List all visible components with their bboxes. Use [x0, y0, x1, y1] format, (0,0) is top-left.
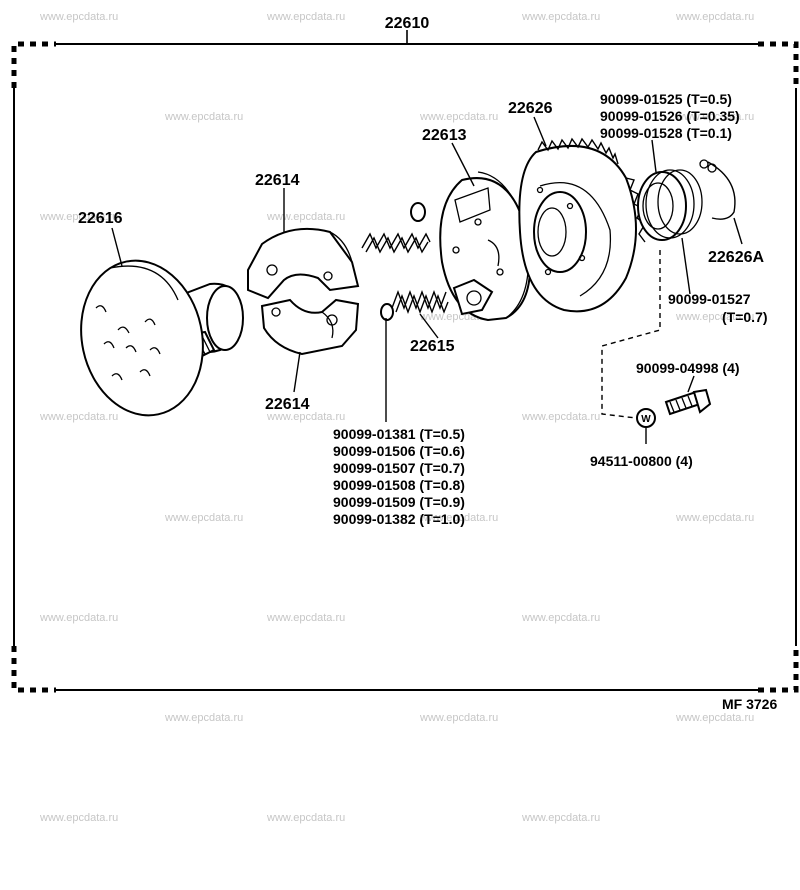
watermark: www.epcdata.ru — [39, 411, 118, 423]
label-shim-gear-3: 90099-01528 (T=0.1) — [600, 125, 732, 141]
part-22626-gear — [518, 137, 646, 313]
watermark: www.epcdata.ru — [521, 812, 600, 824]
part-22614-top-weight — [247, 227, 360, 300]
watermark: www.epcdata.ru — [419, 512, 498, 524]
label-shim-spring-2: 90099-01506 (T=0.6) — [333, 443, 465, 459]
part-22626A-snap-ring — [699, 159, 736, 220]
label-shim-spring-5: 90099-01509 (T=0.9) — [333, 494, 465, 510]
label-bolt: 90099-04998 (4) — [636, 360, 740, 376]
label-shim-gear-2: 90099-01526 (T=0.35) — [600, 108, 740, 124]
label-22626A: 22626A — [708, 249, 764, 266]
part-shim-rings — [637, 169, 703, 241]
watermark: www.epcdata.ru — [266, 11, 345, 23]
label-shim-gear-1: 90099-01525 (T=0.5) — [600, 91, 732, 107]
label-22616: 22616 — [78, 210, 123, 227]
watermark: www.epcdata.ru — [39, 211, 118, 223]
label-shim-spring-1: 90099-01381 (T=0.5) — [333, 426, 465, 442]
watermark: www.epcdata.ru — [164, 512, 243, 524]
watermark: www.epcdata.ru — [675, 111, 754, 123]
watermark: www.epcdata.ru — [675, 712, 754, 724]
label-shim-01527: 90099-01527 — [668, 291, 751, 307]
label-shim-01527-thickness: (T=0.7) — [722, 309, 768, 325]
watermark: www.epcdata.ru — [266, 812, 345, 824]
label-22626: 22626 — [508, 100, 553, 117]
watermark: www.epcdata.ru — [675, 11, 754, 23]
leader-lines — [111, 116, 743, 444]
watermark: www.epcdata.ru — [675, 512, 754, 524]
label-shim-spring-6: 90099-01382 (T=1.0) — [333, 511, 465, 527]
watermark: www.epcdata.ru — [266, 612, 345, 624]
watermark: www.epcdata.ru — [521, 612, 600, 624]
watermark: www.epcdata.ru — [419, 111, 498, 123]
part-labels: 22610 22616 22614 22614 22613 22626 2261… — [78, 15, 777, 712]
assembly-frame — [11, 30, 799, 693]
watermark: www.epcdata.ru — [675, 311, 754, 323]
watermark: www.epcdata.ru — [266, 411, 345, 423]
label-shim-spring-4: 90099-01508 (T=0.8) — [333, 477, 465, 493]
watermark: www.epcdata.ru — [39, 612, 118, 624]
watermark: www.epcdata.ru — [521, 11, 600, 23]
watermark: www.epcdata.ru — [266, 211, 345, 223]
watermark: www.epcdata.ru — [39, 812, 118, 824]
figure-code: MF 3726 — [722, 696, 777, 712]
part-22615-springs — [361, 202, 449, 321]
label-washer: 94511-00800 (4) — [590, 453, 693, 469]
label-22614-top: 22614 — [255, 172, 300, 189]
label-22614-bottom: 22614 — [265, 396, 310, 413]
part-22614-bottom-weight — [260, 298, 360, 356]
label-22613: 22613 — [422, 127, 467, 144]
watermark-layer: www.epcdata.ru www.epcdata.ru www.epcdat… — [39, 11, 754, 824]
washer-symbol: W — [641, 414, 651, 425]
label-22615: 22615 — [410, 338, 455, 355]
watermark: www.epcdata.ru — [521, 411, 600, 423]
label-assembly-22610: 22610 — [385, 15, 430, 32]
part-22616-flange — [80, 259, 244, 417]
label-shim-spring-3: 90099-01507 (T=0.7) — [333, 460, 465, 476]
part-22613-plate — [439, 171, 532, 322]
part-bolt-washer: W — [601, 250, 712, 428]
watermark: www.epcdata.ru — [164, 111, 243, 123]
watermark: www.epcdata.ru — [164, 712, 243, 724]
watermark: www.epcdata.ru — [419, 712, 498, 724]
watermark: www.epcdata.ru — [39, 11, 118, 23]
